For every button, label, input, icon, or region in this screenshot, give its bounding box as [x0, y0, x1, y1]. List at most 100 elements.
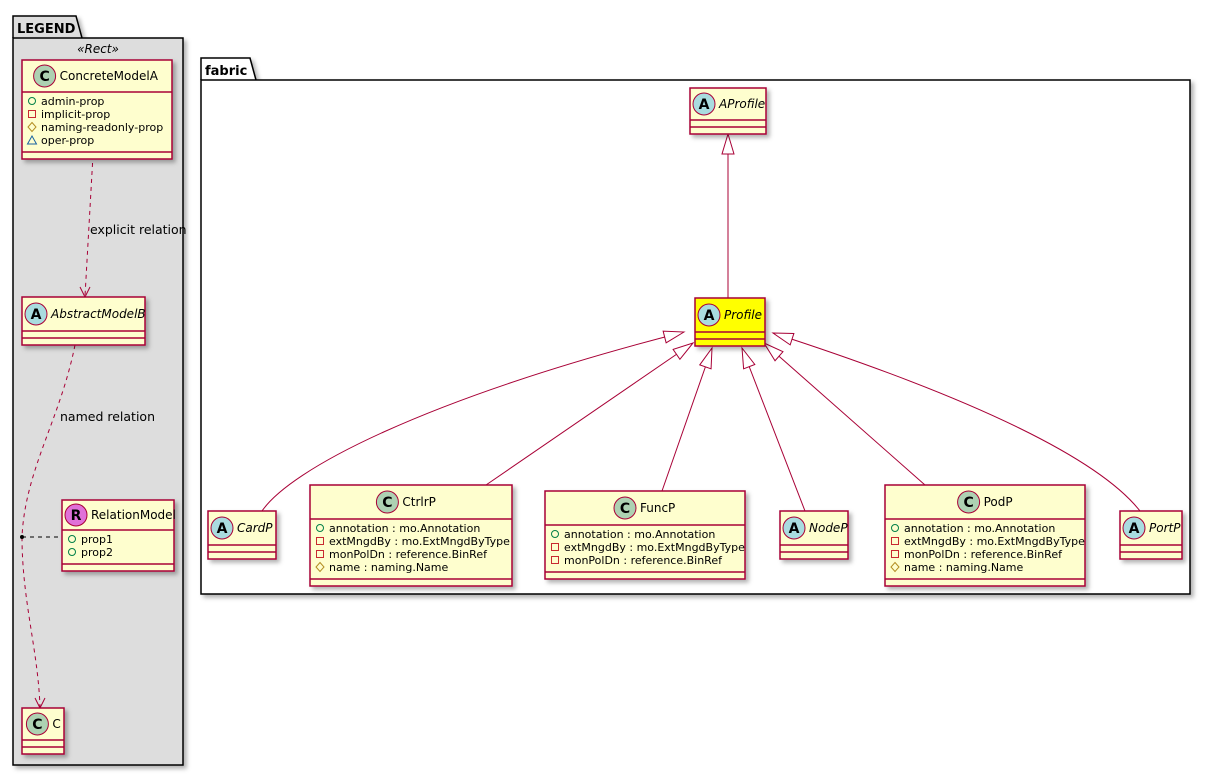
public-visibility-icon [68, 548, 76, 556]
edge-line [772, 332, 1141, 512]
class-profile[interactable]: A Profile [694, 297, 766, 347]
private-visibility-icon [316, 537, 324, 545]
attribute-text: admin-prop [41, 95, 104, 108]
class-box [544, 490, 746, 580]
attribute-row: prop1 [68, 533, 113, 546]
attribute-row: monPolDn : reference.BinRef [316, 548, 488, 561]
protected-visibility-icon [27, 121, 37, 133]
abstract-stereotype-icon: A [692, 92, 716, 116]
attribute-text: annotation : mo.Annotation [564, 528, 715, 541]
svg-text:A: A [699, 97, 710, 113]
attribute-row: naming-readonly-prop [27, 121, 163, 134]
public-visibility-icon [551, 530, 559, 538]
inheritance-edge-ctrlrp [485, 342, 695, 486]
hollow-triangle-arrow-icon [741, 346, 756, 370]
svg-text:A: A [217, 521, 228, 537]
svg-text:C: C [39, 69, 49, 85]
svg-text:R: R [71, 508, 82, 524]
explicit-relation-label: explicit relation [90, 222, 187, 237]
attribute-row: extMngdBy : mo.ExtMngdByType [891, 535, 1085, 548]
attribute-row: annotation : mo.Annotation [551, 528, 715, 541]
class-cardp[interactable]: A CardP [207, 510, 277, 560]
svg-text:C: C [620, 501, 630, 517]
attribute-text: monPolDn : reference.BinRef [564, 554, 723, 567]
hollow-triangle-arrow-icon [698, 346, 713, 370]
class-stereotype-icon: C [375, 490, 399, 514]
relation-stereotype-icon: R [64, 503, 88, 527]
class-box [884, 484, 1086, 587]
attribute-text: extMngdBy : mo.ExtMngdByType [329, 535, 510, 548]
attribute-row: annotation : mo.Annotation [891, 522, 1055, 535]
legend-stereotype: «Rect» [77, 42, 119, 56]
abstract-stereotype-icon: A [24, 302, 48, 326]
attribute-row: extMngdBy : mo.ExtMngdByType [316, 535, 510, 548]
private-visibility-icon [891, 550, 899, 558]
svg-text:C: C [382, 495, 392, 511]
class-name: CardP [237, 521, 273, 535]
attribute-text: monPolDn : reference.BinRef [904, 548, 1063, 561]
class-stereotype-icon: C [25, 712, 49, 736]
named-relation-edge [21, 344, 76, 708]
attribute-text: annotation : mo.Annotation [904, 522, 1055, 535]
edge-line [485, 342, 694, 486]
edge-line [741, 347, 806, 512]
class-box [309, 484, 513, 587]
private-visibility-icon [551, 556, 559, 564]
attribute-row: prop2 [68, 546, 113, 559]
attribute-text: extMngdBy : mo.ExtMngdByType [564, 541, 745, 554]
edge-line [661, 347, 713, 492]
fabric-title: fabric [205, 64, 247, 79]
attribute-text: prop2 [81, 546, 113, 559]
hollow-triangle-arrow-icon [762, 341, 784, 362]
relation-junction-dot [20, 535, 24, 539]
attribute-text: monPolDn : reference.BinRef [329, 548, 488, 561]
abstract-stereotype-icon: A [1122, 516, 1146, 540]
class-name: FuncP [640, 501, 675, 515]
class-stereotype-icon: C [957, 490, 981, 514]
inheritance-edge-funcp [661, 346, 713, 492]
protected-visibility-icon [315, 561, 325, 573]
class-name: NodeP [809, 521, 848, 535]
svg-text:A: A [704, 308, 715, 324]
class-name: PodP [984, 495, 1013, 509]
public-visibility-icon [68, 535, 76, 543]
inheritance-edge-profile [721, 132, 735, 298]
attribute-text: annotation : mo.Annotation [329, 522, 480, 535]
class-aprofile[interactable]: A AProfile [689, 87, 767, 135]
class-name: C [52, 717, 60, 731]
class-name: RelationModel [91, 508, 176, 522]
attribute-row: implicit-prop [28, 108, 110, 121]
private-visibility-icon [28, 110, 36, 118]
class-name: PortP [1149, 521, 1181, 535]
class-name: AProfile [718, 97, 765, 111]
hollow-triangle-arrow-icon [771, 332, 795, 346]
class-name: AbstractModelB [50, 307, 146, 321]
attribute-row: oper-prop [26, 134, 94, 147]
class-name: Profile [724, 308, 762, 322]
hollow-triangle-arrow-icon [662, 330, 686, 344]
attribute-text: prop1 [81, 533, 113, 546]
package-visibility-icon [26, 134, 38, 145]
attribute-row: extMngdBy : mo.ExtMngdByType [551, 541, 745, 554]
class-ctrlrp[interactable]: C CtrlrP annotation : mo.AnnotationextMngd… [309, 484, 513, 587]
class-funcp[interactable]: C FuncP annotation : mo.AnnotationextMngdB… [544, 490, 746, 580]
private-visibility-icon [551, 543, 559, 551]
inheritance-edge-podp [762, 341, 926, 486]
private-visibility-icon [316, 550, 324, 558]
inheritance-edge-cardp [261, 330, 686, 512]
attribute-text: implicit-prop [41, 108, 110, 121]
abstract-stereotype-icon: A [697, 303, 721, 327]
class-name: CtrlrP [402, 495, 436, 509]
abstract-stereotype-icon: A [210, 516, 234, 540]
public-visibility-icon [28, 97, 36, 105]
abstract-stereotype-icon: A [782, 516, 806, 540]
attribute-text: oper-prop [41, 134, 94, 147]
